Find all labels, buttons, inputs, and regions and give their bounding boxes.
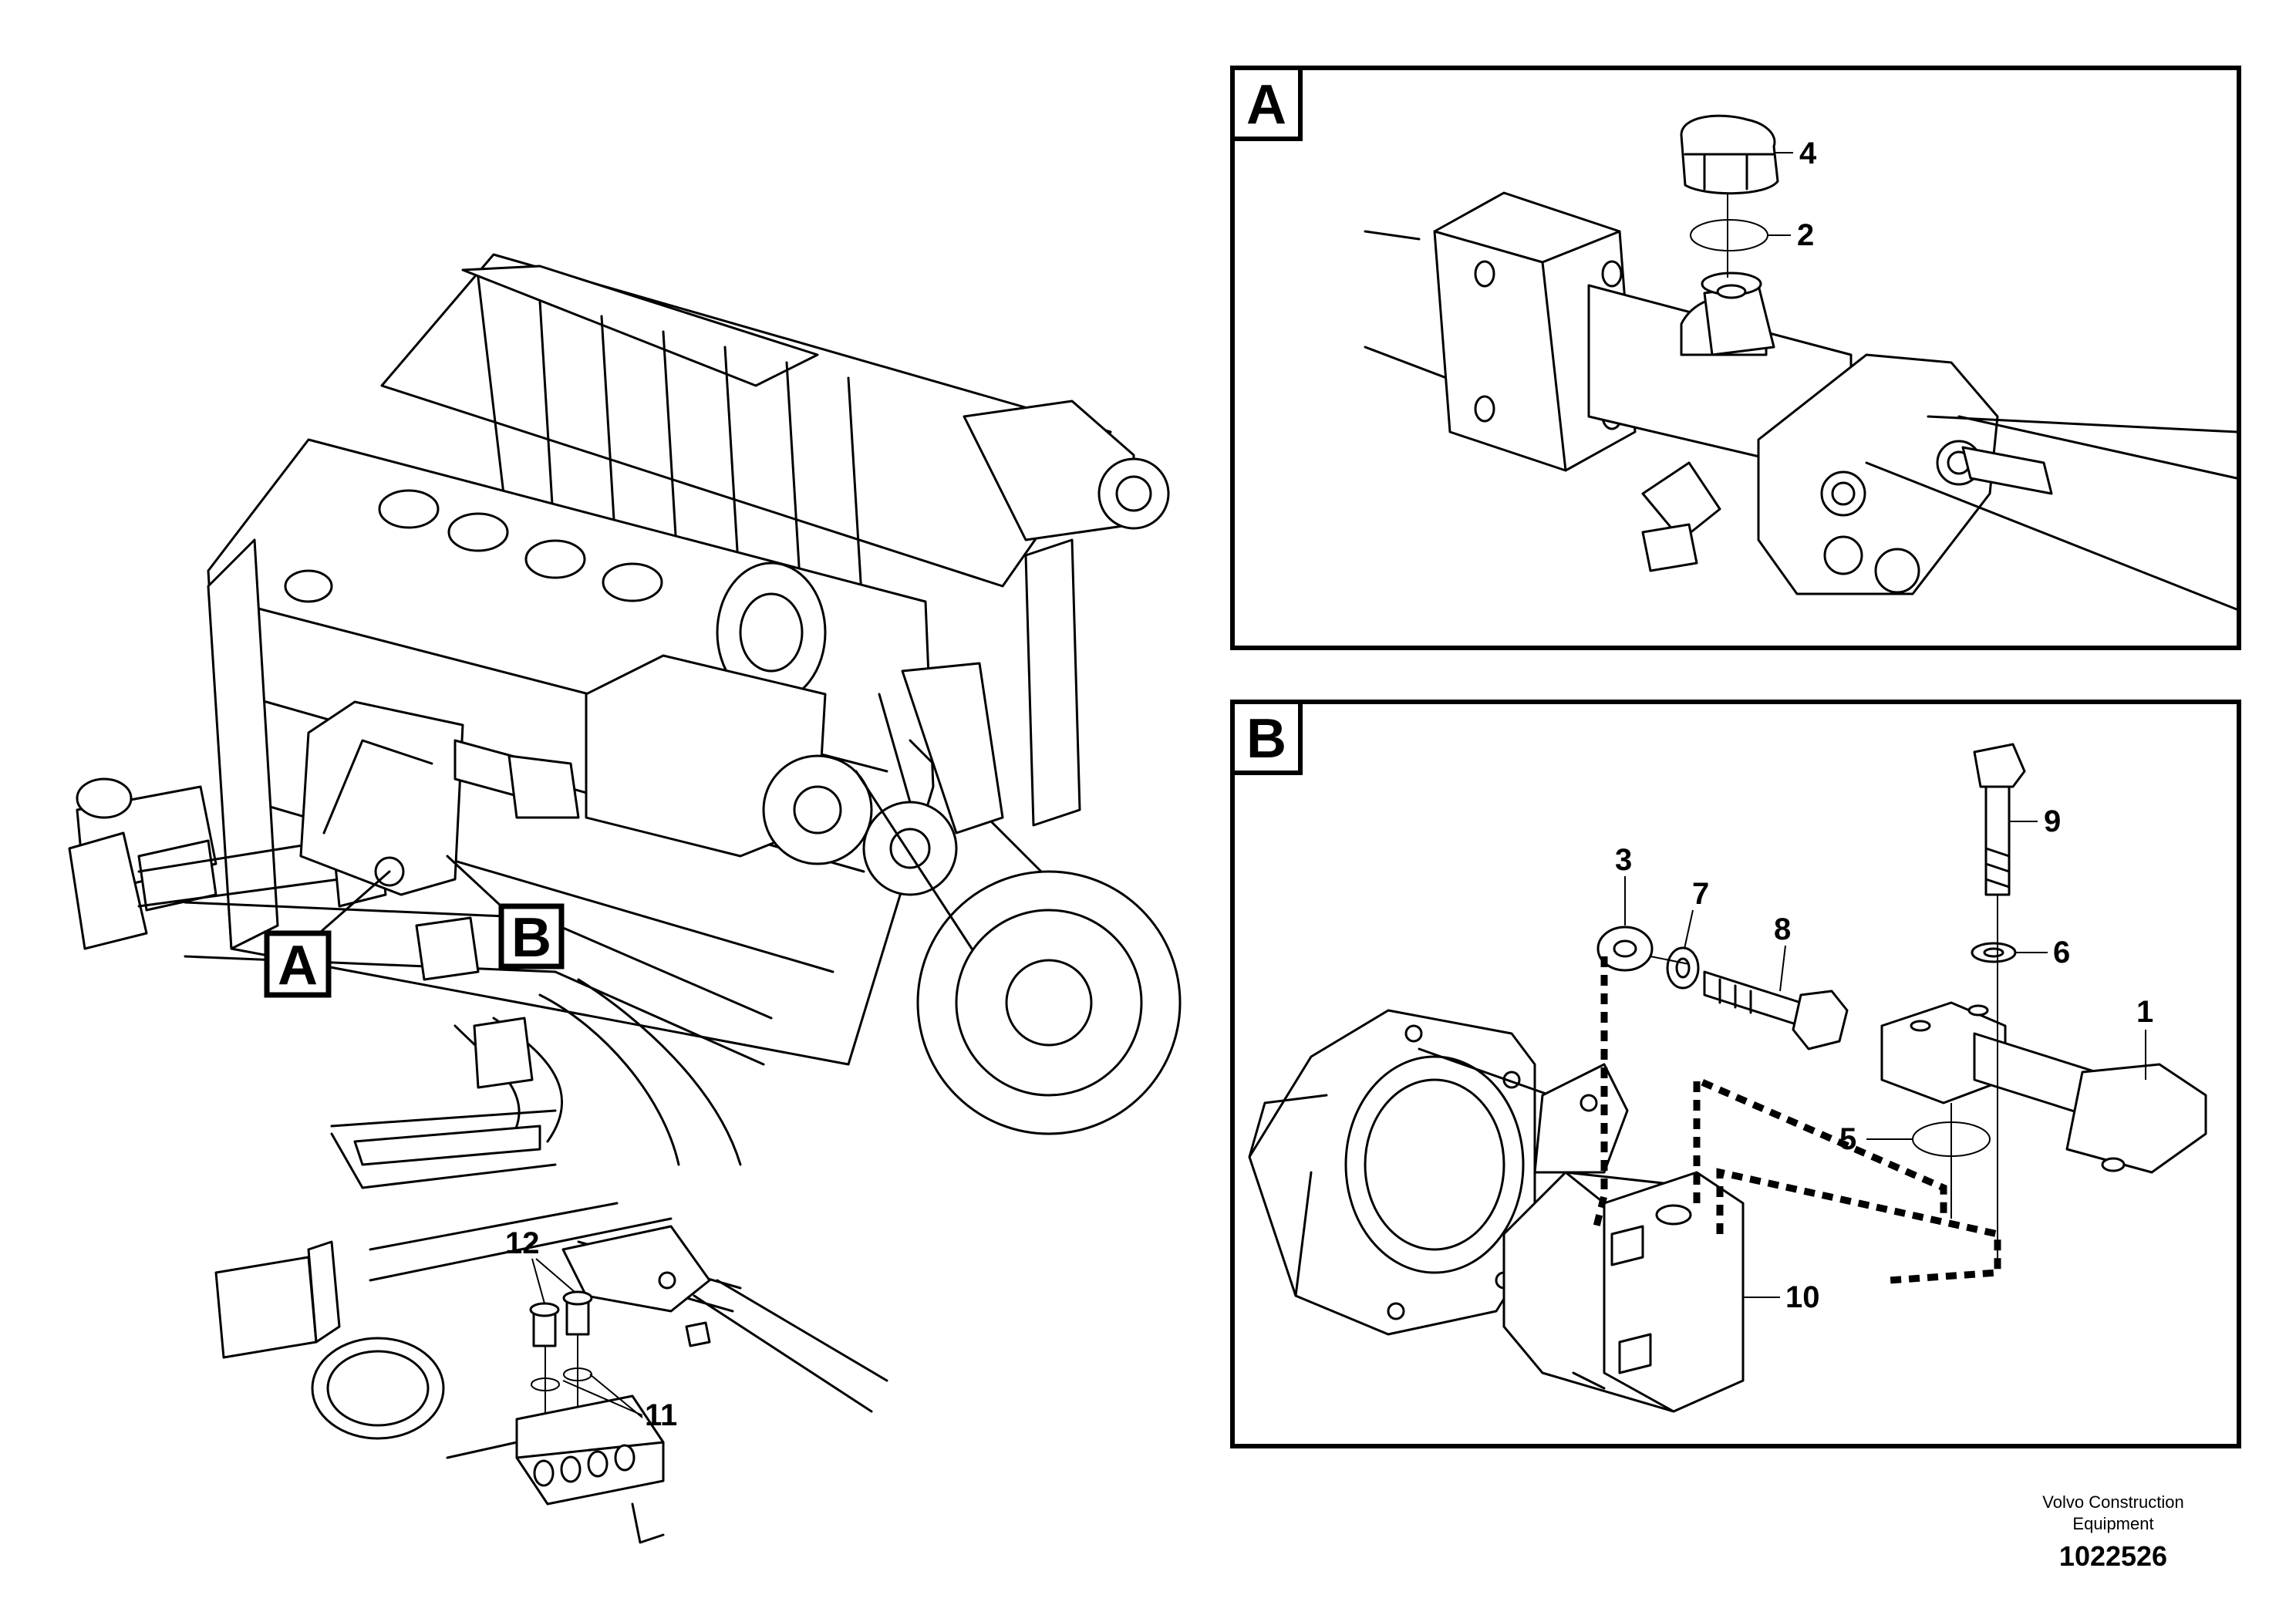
detail-b-illustration — [1248, 743, 2207, 1413]
company-name-line1: Volvo Construction — [2042, 1492, 2183, 1512]
pointer-b-group: B — [446, 855, 565, 969]
callout-4[interactable]: 4 — [1799, 137, 1817, 170]
callout-5[interactable]: 5 — [1839, 1122, 1856, 1156]
detail-a-panel: A — [1230, 66, 2241, 650]
company-name-line2: Equipment — [2072, 1514, 2153, 1533]
detail-b-label: B — [1246, 708, 1286, 770]
screw-part — [1973, 743, 2026, 788]
footer: Volvo Construction Equipment 1022526 — [2042, 1492, 2183, 1572]
callout-9[interactable]: 9 — [2044, 804, 2061, 838]
detail-b-tag — [1230, 700, 1303, 775]
engine-illustration — [68, 253, 1182, 1166]
callout-6[interactable]: 6 — [2053, 936, 2070, 969]
callouts-engine: 12 11 — [505, 1226, 677, 1432]
callout-8[interactable]: 8 — [1774, 912, 1791, 946]
lower-parts-illustration — [214, 1109, 888, 1544]
detail-a-tag — [1230, 66, 1303, 141]
detail-b-panel: B — [1230, 700, 2241, 1448]
pointer-a-group: A — [264, 870, 391, 998]
pointer-a-label: A — [278, 935, 318, 996]
callout-1[interactable]: 1 — [2136, 995, 2153, 1029]
callout-3[interactable]: 3 — [1615, 843, 1632, 877]
detail-a-label: A — [1246, 74, 1286, 136]
callout-12[interactable]: 12 — [505, 1226, 540, 1260]
callout-7[interactable]: 7 — [1692, 877, 1709, 911]
document-number: 1022526 — [2059, 1540, 2167, 1572]
pointer-b-label: B — [511, 907, 551, 969]
pointer-a-box[interactable] — [264, 930, 332, 998]
pointer-b-box[interactable] — [498, 903, 565, 969]
callout-10[interactable]: 10 — [1785, 1280, 1820, 1314]
callout-2[interactable]: 2 — [1797, 218, 1814, 252]
detail-a-illustration — [1364, 191, 2238, 611]
callout-11[interactable]: 11 — [645, 1398, 677, 1432]
